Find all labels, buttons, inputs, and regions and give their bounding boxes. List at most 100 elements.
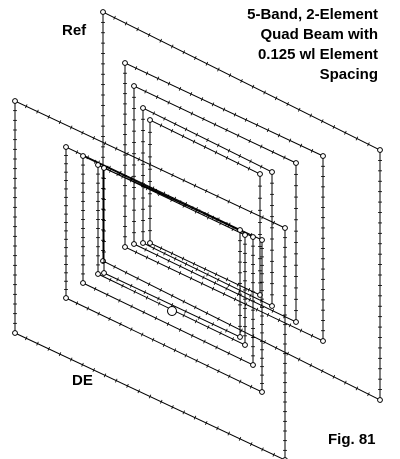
segment-tick xyxy=(207,325,210,330)
segment-tick xyxy=(151,337,155,342)
segment-tick xyxy=(205,188,208,193)
segment-tick xyxy=(228,73,232,78)
segment-tick xyxy=(367,142,370,147)
segment-tick xyxy=(211,102,215,107)
corner-node xyxy=(101,270,107,276)
segment-tick xyxy=(178,86,182,91)
segment-tick xyxy=(272,452,275,457)
segment-tick xyxy=(157,190,160,195)
segment-tick xyxy=(277,318,281,323)
corner-node xyxy=(12,330,18,336)
driven-loop-5 xyxy=(101,165,243,340)
corner-node xyxy=(320,338,326,344)
segment-tick xyxy=(198,209,201,214)
segment-tick xyxy=(70,357,73,362)
segment-tick xyxy=(116,277,119,282)
corner-node xyxy=(269,303,275,309)
segment-tick xyxy=(250,210,253,215)
figure-label: Fig. 81 xyxy=(328,431,376,448)
segment-tick xyxy=(260,144,263,149)
segment-tick xyxy=(116,172,119,177)
corner-node xyxy=(377,147,383,153)
segment-tick xyxy=(70,125,73,130)
reflector-loop-3 xyxy=(131,83,299,325)
segment-tick xyxy=(171,173,174,178)
corner-node xyxy=(293,319,299,325)
corner-node xyxy=(140,105,146,111)
segment-tick xyxy=(261,447,264,452)
segment-tick xyxy=(160,167,163,172)
segment-tick xyxy=(75,301,79,306)
segment-tick xyxy=(124,270,128,275)
corner-node xyxy=(63,144,69,150)
segment-tick xyxy=(36,341,39,346)
segment-tick xyxy=(189,276,193,281)
segment-tick xyxy=(203,145,207,149)
segment-tick xyxy=(173,348,177,353)
segment-tick xyxy=(244,117,248,122)
segment-tick xyxy=(106,292,109,297)
segment-tick xyxy=(217,277,220,282)
segment-tick xyxy=(93,159,97,164)
segment-tick xyxy=(202,275,205,280)
segment-tick xyxy=(103,141,107,146)
segment-tick xyxy=(215,345,218,350)
segment-tick xyxy=(156,260,160,265)
segment-tick xyxy=(248,139,251,143)
segment-tick xyxy=(145,186,149,191)
segment-tick xyxy=(195,358,198,363)
segment-tick xyxy=(174,256,177,261)
segment-tick xyxy=(163,116,166,121)
segment-tick xyxy=(178,327,182,332)
segment-tick xyxy=(179,106,182,110)
corner-node xyxy=(242,232,248,238)
segment-tick xyxy=(266,312,270,317)
segment-tick xyxy=(148,162,152,167)
segment-tick xyxy=(250,442,253,447)
corner-node xyxy=(250,362,256,368)
feed-point-marker xyxy=(167,306,177,316)
segment-tick xyxy=(157,296,160,301)
segment-tick xyxy=(231,227,234,232)
segment-tick xyxy=(239,357,243,362)
segment-tick xyxy=(197,315,201,320)
segment-tick xyxy=(225,221,228,226)
segment-tick xyxy=(119,322,122,327)
title-line-2: Quad Beam with xyxy=(260,26,378,43)
segment-tick xyxy=(144,247,147,252)
segment-tick xyxy=(184,262,188,266)
segment-tick xyxy=(228,374,231,379)
segment-tick xyxy=(227,351,230,356)
segment-tick xyxy=(205,311,209,316)
segment-tick xyxy=(155,95,159,99)
corner-node xyxy=(257,171,263,177)
segment-tick xyxy=(211,322,215,327)
segment-tick xyxy=(190,269,194,274)
segment-tick xyxy=(36,109,39,114)
segment-tick xyxy=(25,336,28,341)
segment-tick xyxy=(115,378,118,383)
segment-tick xyxy=(321,369,324,374)
segment-tick xyxy=(140,332,144,337)
segment-tick xyxy=(238,204,242,209)
segment-tick xyxy=(344,380,347,385)
reflector-loop-2-wire xyxy=(124,62,324,342)
corner-node xyxy=(259,389,265,395)
segment-tick xyxy=(126,383,129,388)
segment-tick xyxy=(217,369,220,374)
corner-node xyxy=(95,162,101,168)
segment-tick xyxy=(255,307,259,312)
segment-tick xyxy=(260,164,263,169)
segment-tick xyxy=(81,130,84,135)
segment-tick xyxy=(227,199,230,204)
corner-node xyxy=(147,117,153,123)
segment-tick xyxy=(137,157,140,162)
segment-tick xyxy=(170,197,174,201)
segment-tick xyxy=(159,246,163,251)
segment-tick xyxy=(133,289,136,294)
segment-tick xyxy=(297,107,301,112)
segment-tick xyxy=(203,267,207,271)
segment-tick xyxy=(184,309,187,314)
segment-tick xyxy=(247,287,251,292)
corner-node xyxy=(101,165,107,171)
